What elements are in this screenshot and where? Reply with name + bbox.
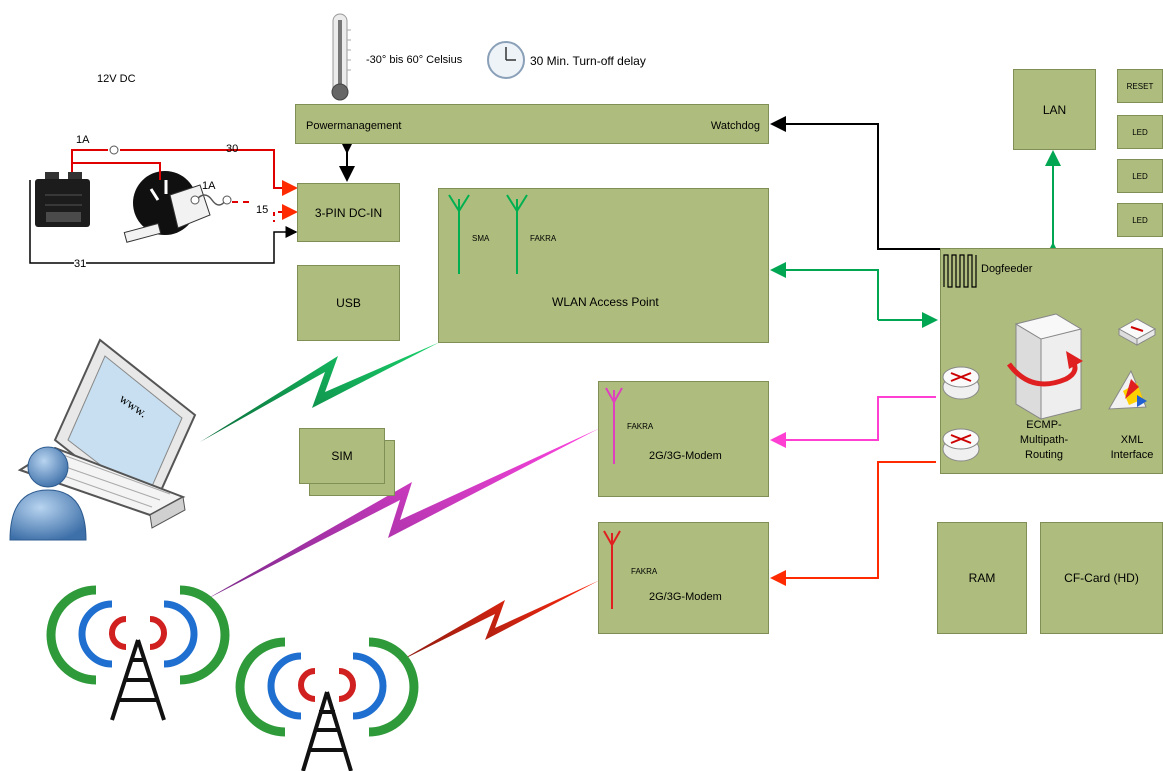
wlan-box: SMA FAKRA WLAN Access Point bbox=[438, 188, 769, 343]
wire-15-label: 15 bbox=[256, 204, 269, 216]
wire-15 bbox=[190, 194, 296, 212]
wire-31-label: 31 bbox=[74, 258, 87, 270]
led-box-3: LED bbox=[1117, 203, 1163, 237]
link-watchdog bbox=[770, 116, 963, 250]
router-icon-2 bbox=[942, 428, 980, 462]
wire-30-label: 30 bbox=[226, 143, 239, 155]
modem-2-box: FAKRA 2G/3G-Modem bbox=[598, 522, 769, 634]
link-wlan bbox=[770, 262, 938, 328]
wlan-fakra-label: FAKRA bbox=[530, 234, 557, 243]
sma-label: SMA bbox=[472, 234, 490, 243]
modem-2-antenna-icon bbox=[603, 530, 621, 609]
reset-label: RESET bbox=[1126, 81, 1154, 91]
modem-2-fakra-label: FAKRA bbox=[631, 567, 658, 576]
ecmp-line-1: ECMP- bbox=[1026, 419, 1062, 431]
server-icon bbox=[1006, 313, 1083, 420]
switch-icon bbox=[1117, 318, 1157, 346]
wireless-link-modem1 bbox=[205, 428, 600, 600]
led-box-2: LED bbox=[1117, 159, 1163, 193]
usb-label: USB bbox=[336, 296, 361, 310]
wireless-link-modem2 bbox=[398, 580, 600, 662]
dc-in-box: 3-PIN DC-IN bbox=[297, 183, 400, 242]
led-2-label: LED bbox=[1132, 171, 1148, 181]
supply-voltage-label: 12V DC bbox=[97, 73, 136, 85]
modem-2-label: 2G/3G-Modem bbox=[649, 591, 722, 603]
watchdog-label: Watchdog bbox=[710, 120, 760, 132]
fuse-1-label: 1A bbox=[76, 134, 90, 146]
powermanagement-box: Powermanagement Watchdog bbox=[295, 104, 769, 144]
led-1-label: LED bbox=[1132, 127, 1148, 137]
core-router-graphics bbox=[942, 254, 1157, 462]
dogfeeder-label: Dogfeeder bbox=[981, 263, 1033, 275]
wire-31 bbox=[29, 180, 298, 264]
cf-card-label: CF-Card (HD) bbox=[1064, 571, 1139, 585]
led-box-1: LED bbox=[1117, 115, 1163, 149]
person-icon bbox=[9, 446, 87, 541]
clock-icon bbox=[487, 41, 525, 79]
wireless-link-wlan bbox=[200, 342, 440, 442]
lan-label: LAN bbox=[1042, 102, 1067, 117]
led-3-label: LED bbox=[1132, 215, 1148, 225]
cell-tower-icon-1 bbox=[46, 585, 230, 721]
wlan-label: WLAN Access Point bbox=[552, 295, 659, 309]
modem-1-fakra-label: FAKRA bbox=[627, 422, 654, 431]
core-router-box: Dogfeeder ECMP- Multipath- Routing XML I… bbox=[940, 248, 1163, 474]
wire-30 bbox=[71, 149, 298, 196]
xml-icon bbox=[1108, 369, 1147, 410]
reset-box: RESET bbox=[1117, 69, 1163, 103]
router-icon-1 bbox=[942, 366, 980, 400]
ignition-key-icon bbox=[123, 171, 211, 243]
sim-box: SIM bbox=[299, 428, 385, 484]
fuse-2-label: 1A bbox=[202, 180, 216, 192]
cell-tower-icon-2 bbox=[235, 637, 419, 771]
lan-box: LAN bbox=[1013, 69, 1096, 150]
turnoff-delay-label: 30 Min. Turn-off delay bbox=[530, 54, 646, 68]
xml-line-1: XML bbox=[1120, 434, 1144, 446]
modem-1-box: FAKRA 2G/3G-Modem bbox=[598, 381, 769, 497]
xml-line-2: Interface bbox=[1110, 449, 1154, 461]
battery-icon bbox=[35, 172, 90, 227]
modem-1-label: 2G/3G-Modem bbox=[649, 450, 722, 462]
modem-1-antenna-icon bbox=[605, 387, 623, 464]
ecmp-line-3: Routing bbox=[1025, 449, 1063, 461]
ram-box: RAM bbox=[937, 522, 1027, 634]
dc-in-label: 3-PIN DC-IN bbox=[314, 205, 383, 220]
usb-box: USB bbox=[297, 265, 400, 341]
temperature-range-label: -30° bis 60° Celsius bbox=[366, 54, 463, 66]
powermanagement-label: Powermanagement bbox=[306, 120, 402, 132]
fuse-icon bbox=[109, 145, 119, 155]
ecmp-line-2: Multipath- bbox=[1019, 434, 1069, 446]
sim-label: SIM bbox=[331, 449, 353, 463]
cf-card-box: CF-Card (HD) bbox=[1040, 522, 1163, 634]
wlan-antenna-icons bbox=[448, 194, 528, 274]
dogfeeder-icon bbox=[943, 254, 977, 288]
ram-label: RAM bbox=[968, 571, 996, 585]
thermometer-icon bbox=[331, 13, 351, 101]
